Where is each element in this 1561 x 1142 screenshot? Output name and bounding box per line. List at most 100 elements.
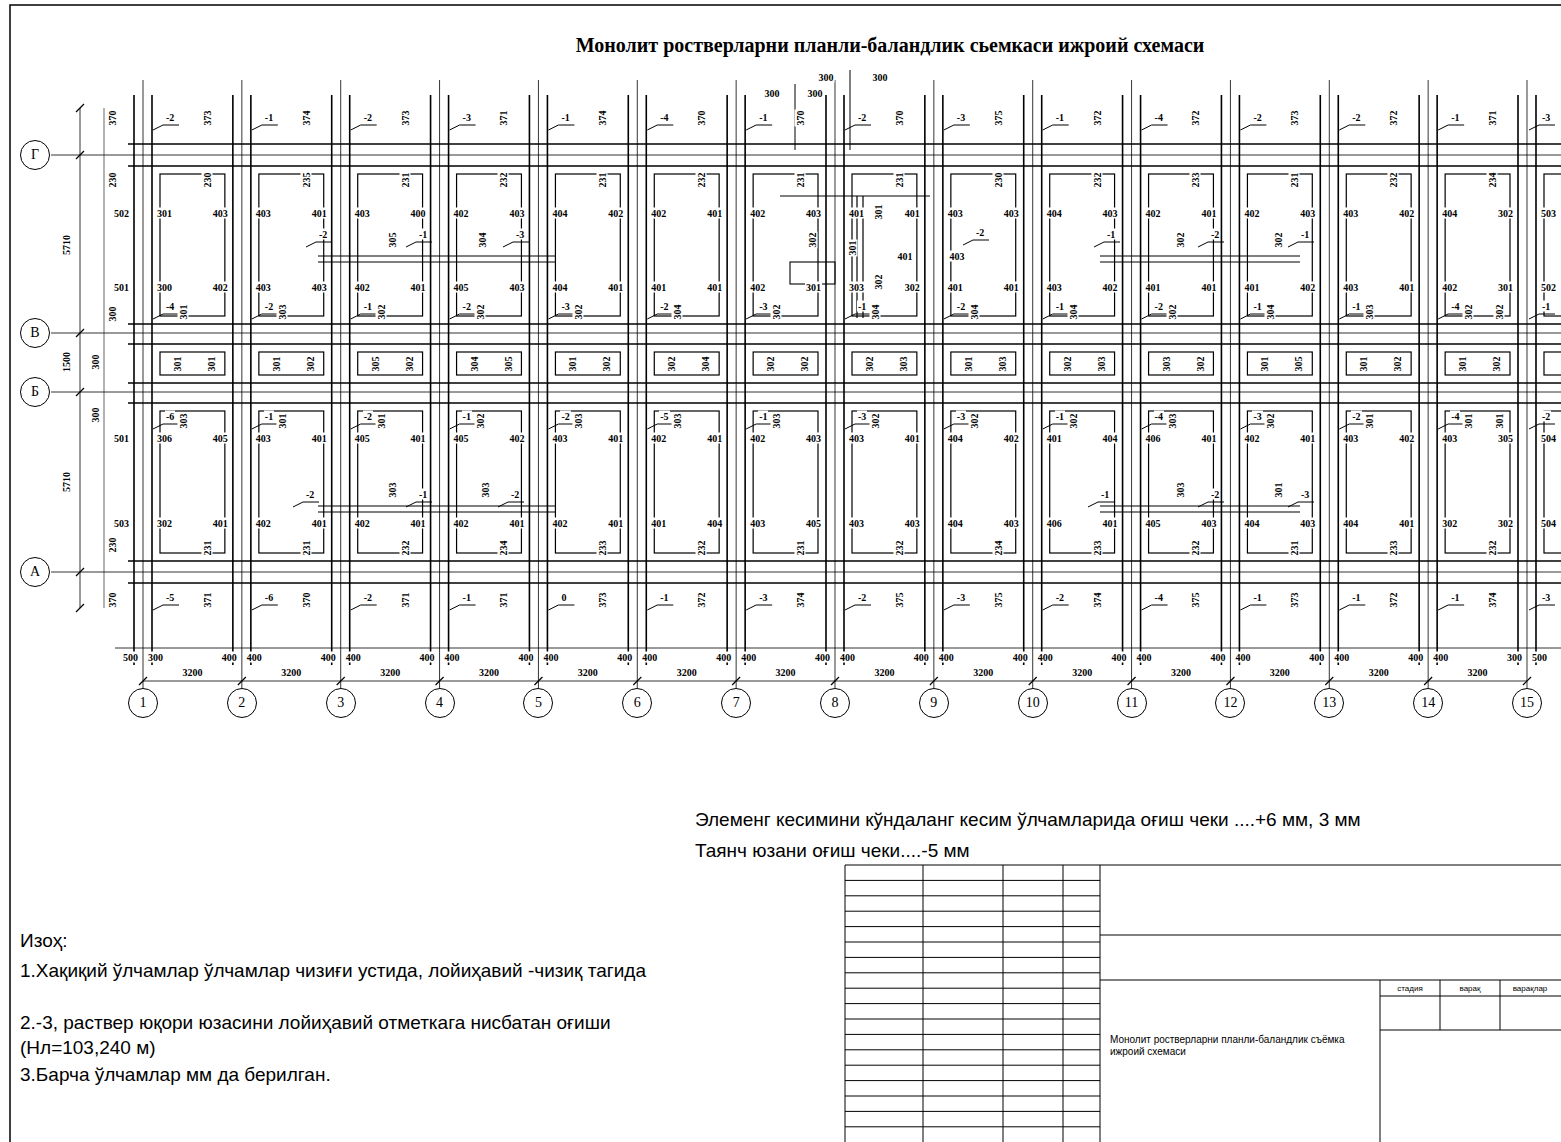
level-deviation: -1 (1541, 301, 1551, 312)
offset-dimension: 400 (938, 652, 955, 663)
dimension-value: 405 (453, 282, 470, 293)
level-deviation: -3 (758, 301, 768, 312)
dimension-tick (76, 604, 84, 612)
title-block-line (845, 895, 1100, 896)
cell-outline (358, 174, 423, 316)
axis-bubble: 9 (919, 688, 949, 718)
deviation-leader (647, 125, 673, 130)
deviation-leader (1088, 502, 1114, 507)
dimension-value: 302 (156, 518, 173, 529)
cell-outline (259, 174, 324, 316)
beam-edge (780, 195, 930, 196)
dimension-value: 231 (1289, 172, 1300, 189)
dimension-value: 304 (869, 304, 880, 321)
dimension-value: 503 (113, 518, 130, 529)
dimension-value: 403 (749, 518, 766, 529)
span-dimension: 3200 (775, 667, 797, 678)
title-block-line (845, 1080, 1100, 1081)
dimension-value: 401 (311, 518, 328, 529)
deviation-leader (963, 240, 989, 245)
level-deviation: -3 (1541, 592, 1551, 603)
axis-label: 9 (930, 695, 937, 711)
deviation-leader (450, 605, 476, 610)
level-deviation: -2 (956, 301, 966, 312)
deviation-leader (450, 424, 476, 429)
dimension-value: 234 (1486, 172, 1497, 189)
cell-outline (1445, 352, 1510, 375)
deviation-leader (1529, 125, 1555, 130)
dimension-value: 404 (1046, 208, 1063, 219)
dimension-value: 402 (749, 282, 766, 293)
grid-axis (933, 80, 934, 688)
dimension-value: 501 (113, 433, 130, 444)
dimension-value: 306 (156, 433, 173, 444)
note-text: Изоҳ: (20, 928, 680, 953)
dimension-value: 401 (904, 208, 921, 219)
deviation-leader (252, 605, 278, 610)
title-block-line (845, 926, 1100, 927)
deviation-leader (1438, 125, 1464, 130)
side-dimension: 1500 (61, 351, 72, 373)
deviation-leader (1240, 424, 1266, 429)
deviation-leader (252, 125, 278, 130)
dimension-value: 305 (1293, 356, 1304, 373)
level-deviation: -2 (1154, 301, 1164, 312)
level-deviation: -1 (1055, 112, 1065, 123)
beam-edge (331, 95, 333, 665)
title-block-cell: стадия (1397, 984, 1423, 993)
axis-label: 6 (634, 695, 641, 711)
offset-dimension: 400 (839, 652, 856, 663)
dimension-value: 401 (607, 433, 624, 444)
grid-axis (637, 80, 638, 688)
dimension-tick (238, 677, 246, 685)
dimension-value: 303 (1364, 304, 1375, 321)
dimension-value: 371 (498, 592, 509, 609)
deviation-leader (1043, 314, 1069, 319)
beam-edge (318, 261, 555, 262)
dimension-value: 402 (749, 208, 766, 219)
dimension-value: 233 (1190, 172, 1201, 189)
deviation-leader (1288, 242, 1314, 247)
dimension-value: 303 (573, 413, 584, 430)
beam-edge (1436, 95, 1438, 665)
cell-outline (457, 352, 522, 375)
beam-edge (250, 95, 252, 665)
dimension-value: 402 (453, 208, 470, 219)
dimension-value: 372 (1091, 110, 1102, 127)
grid-axis (736, 80, 737, 688)
level-deviation: -1 (1351, 301, 1361, 312)
deviation-leader (406, 242, 432, 247)
dimension-tick (633, 677, 641, 685)
deviation-leader (548, 605, 574, 610)
deviation-leader (647, 424, 673, 429)
level-deviation: -1 (1252, 301, 1262, 312)
dimension-value: 404 (1441, 208, 1458, 219)
dimension-value: 304 (672, 304, 683, 321)
deviation-leader (1438, 314, 1464, 319)
axis-bubble: Б (20, 377, 50, 407)
side-dimension: 300 (107, 306, 118, 323)
level-deviation: -4 (1154, 411, 1164, 422)
title-block-line (1100, 935, 1561, 936)
level-deviation: -2 (462, 301, 472, 312)
dimension-value: 402 (1299, 282, 1316, 293)
dimension-value: 404 (947, 518, 964, 529)
dimension-value: 503 (1540, 208, 1557, 219)
grid-axis (51, 572, 1561, 573)
dimension-value: 402 (1145, 208, 1162, 219)
axis-label: 1 (140, 695, 147, 711)
cell-outline (1149, 352, 1214, 375)
axis-label: Г (31, 147, 39, 163)
dimension-value: 405 (212, 433, 229, 444)
dimension-value: 400 (410, 208, 427, 219)
dimension-value: 401 (1102, 518, 1119, 529)
dimension-tick (732, 677, 740, 685)
grid-axis (340, 80, 341, 688)
dimension-value: 302 (1265, 413, 1276, 430)
dimension-line (80, 108, 81, 608)
level-deviation: -2 (659, 301, 669, 312)
dimension-value: 403 (947, 208, 964, 219)
offset-dimension: 300 (147, 652, 164, 663)
side-dimension: 370 (107, 110, 118, 127)
deviation-leader (153, 605, 179, 610)
